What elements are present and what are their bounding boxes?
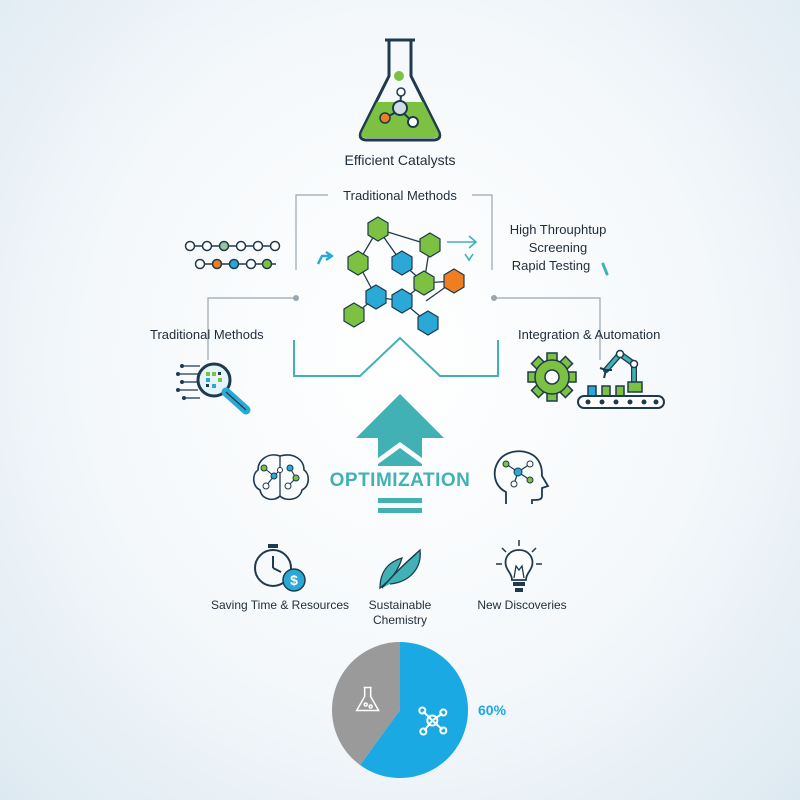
lightbulb-icon [496, 540, 542, 592]
flask-icon [358, 38, 442, 142]
magnifier-circuit-icon [176, 362, 251, 415]
right-line-2: Screening [528, 240, 588, 255]
small-marker-icon [601, 262, 609, 276]
pie-percent-label: 60% [478, 702, 507, 718]
stopwatch-dollar-icon: $ [254, 544, 306, 592]
pie-chart [332, 642, 468, 778]
up-arrow-icon [356, 394, 444, 513]
right-line-3: Rapid Testing [511, 258, 591, 273]
molecule-chain-icon [184, 240, 281, 270]
right-method-label: Integration & Automation [518, 327, 661, 342]
pie-slice-0 [360, 642, 468, 778]
brain-network-icon [252, 454, 310, 501]
benefit-sustainable-line-1: Sustainable [368, 598, 432, 612]
benefit-sustainable-line-2: Chemistry [372, 613, 427, 627]
right-arrow-icon [447, 235, 478, 262]
hexagon-network-icon [343, 216, 465, 336]
benefit-time: Saving Time & Resources [210, 598, 350, 612]
page-title: Efficient Catalysts [344, 152, 456, 168]
molecule-icon [418, 706, 448, 736]
gear-icon [527, 352, 577, 402]
leaf-icon [379, 548, 421, 590]
arrow-icon [316, 250, 334, 265]
optimization-label: OPTIMIZATION [329, 470, 471, 491]
head-circuit-icon [493, 450, 550, 504]
top-center-label: Traditional Methods [343, 188, 457, 203]
benefit-discoveries: New Discoveries [477, 598, 567, 612]
right-line-1: High Throuphtup [509, 222, 607, 237]
left-method-label: Traditional Methods [150, 327, 264, 342]
robot-arm-icon [577, 349, 665, 409]
flask-icon [355, 686, 380, 712]
svg-text:$: $ [290, 572, 298, 588]
